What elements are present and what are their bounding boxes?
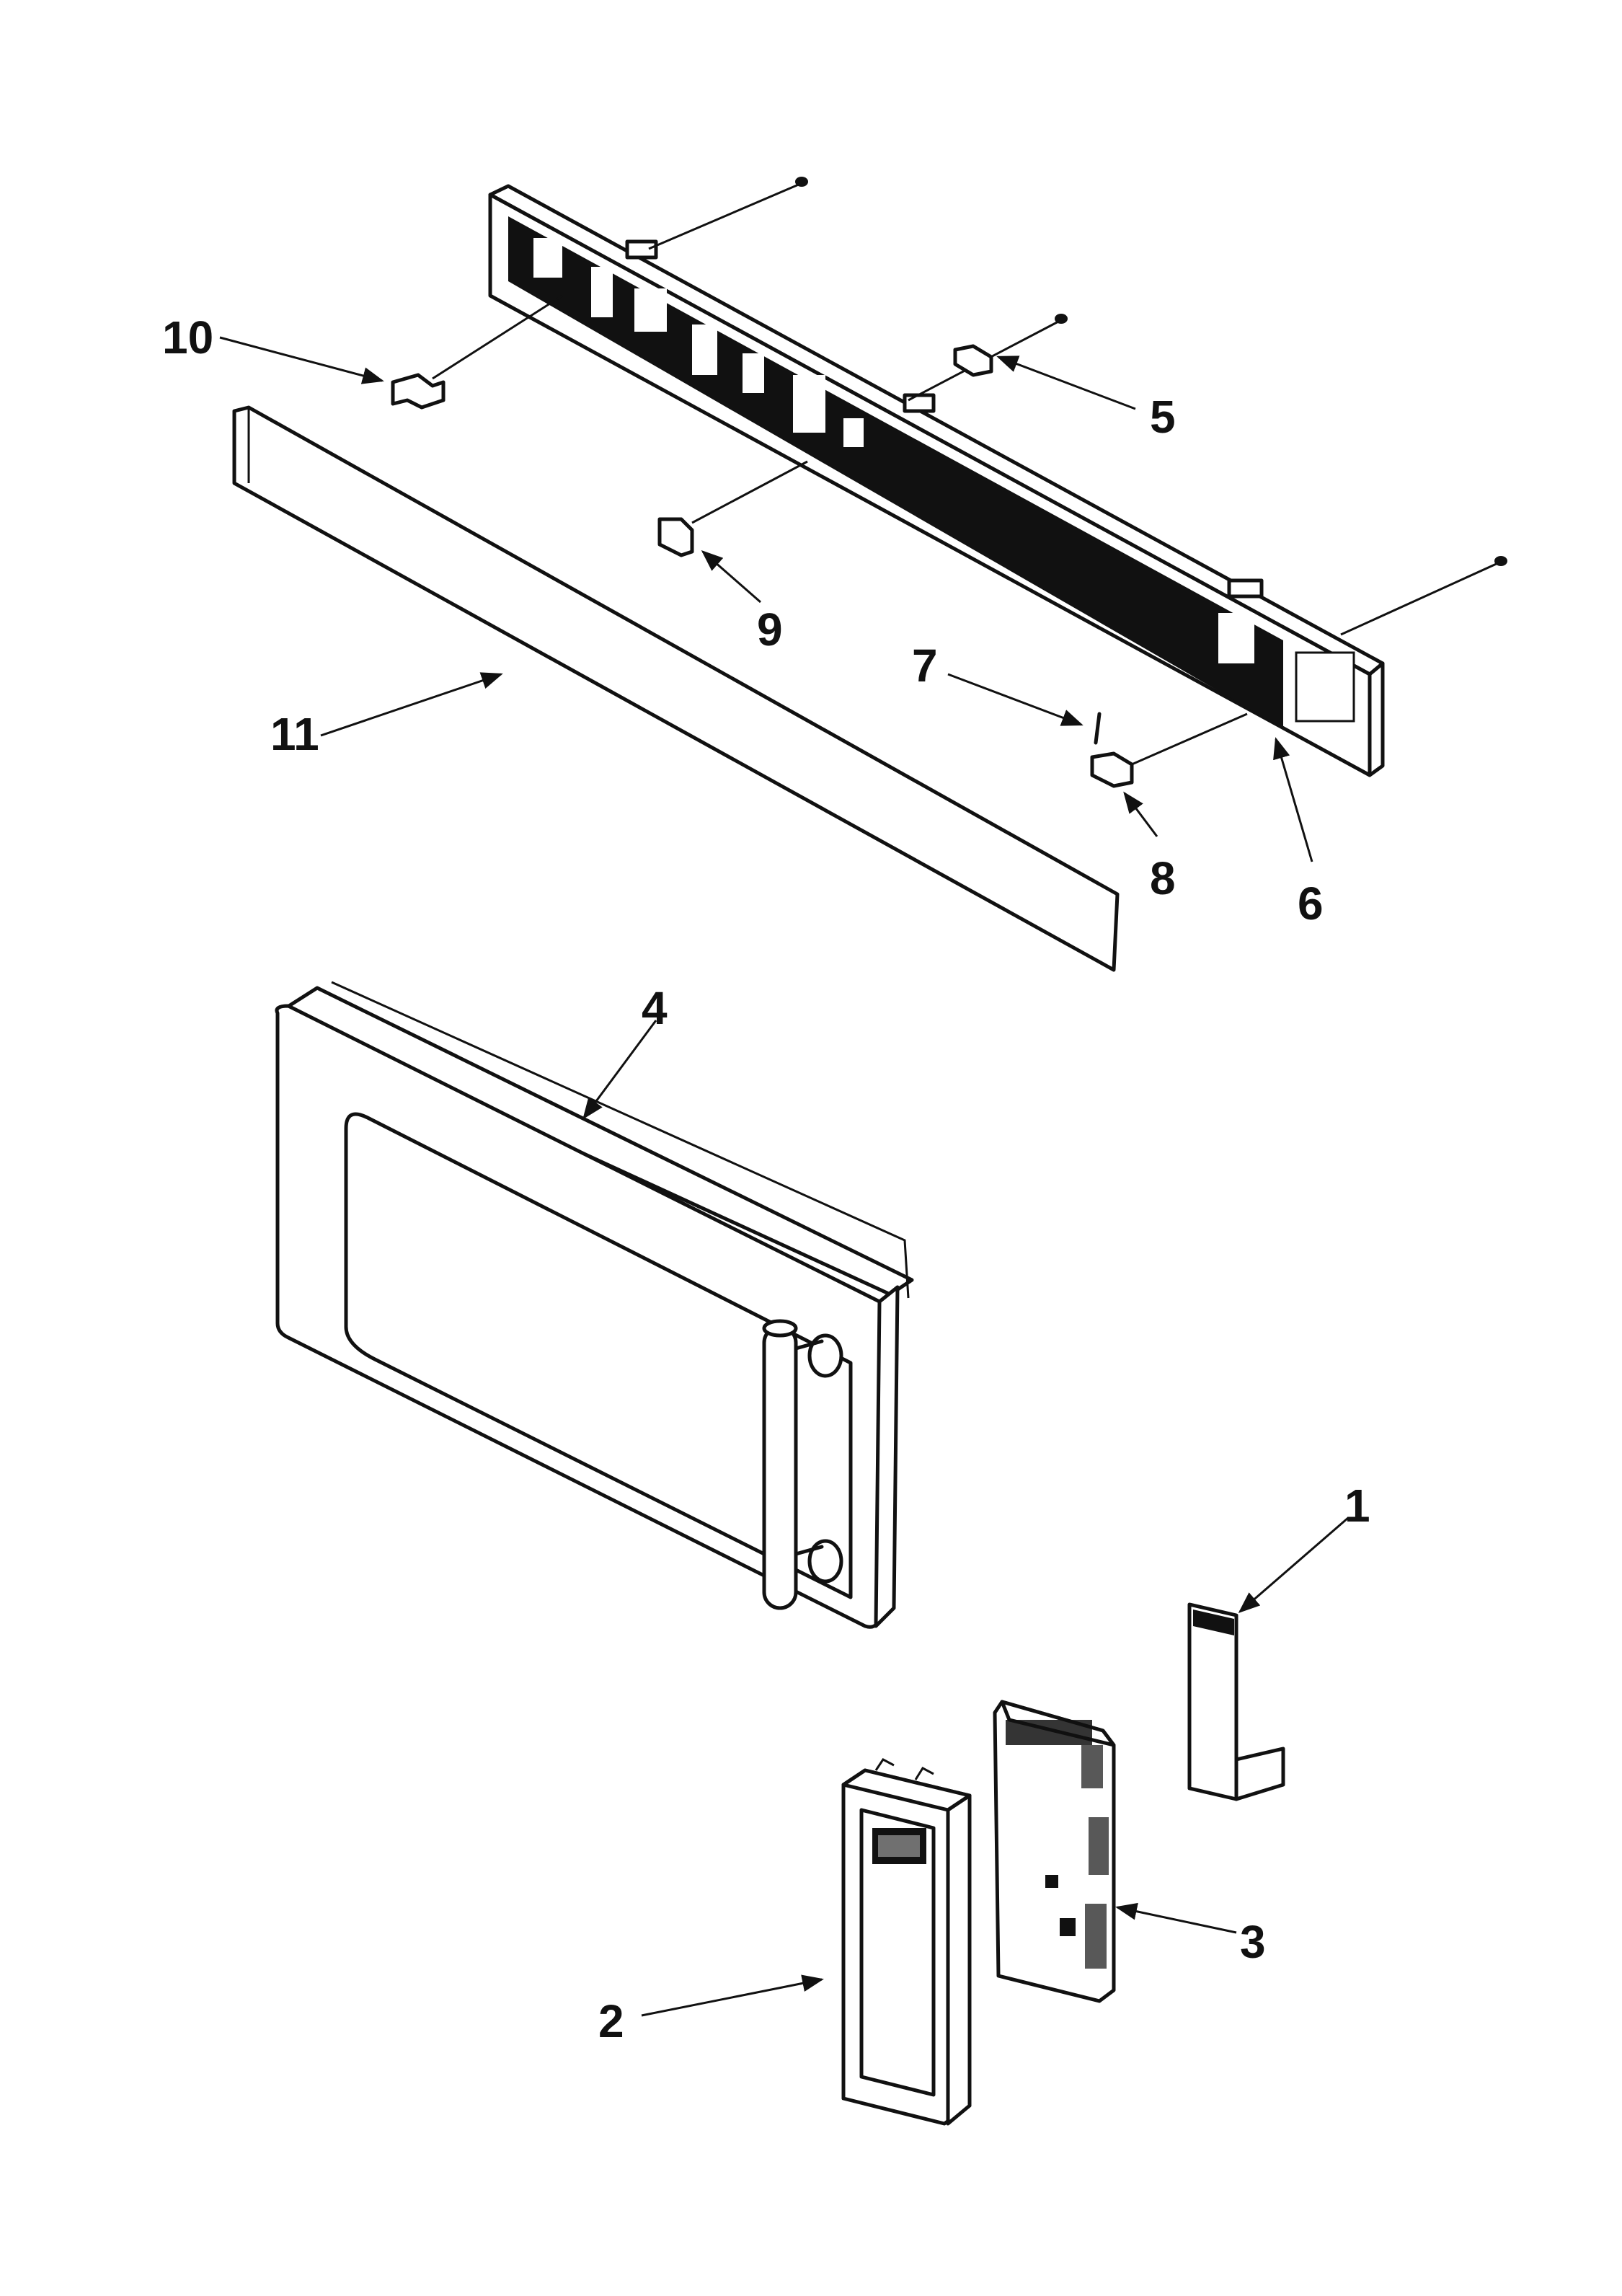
- screw-top: [648, 177, 808, 250]
- callout-9: 9: [757, 604, 783, 655]
- callout-8: 8: [1150, 852, 1176, 904]
- callout-1: 1: [1344, 1480, 1370, 1532]
- callout-3: 3: [1240, 1916, 1266, 1968]
- callout-6: 6: [1298, 878, 1324, 930]
- control-board-part-3: [993, 1700, 1116, 2003]
- spring-part-7: [1094, 712, 1102, 745]
- callout-10: 10: [162, 312, 213, 363]
- door-assembly: [275, 981, 914, 1629]
- clip-part-8: [1090, 712, 1248, 788]
- callout-7: 7: [912, 640, 938, 692]
- clip-part-10: [391, 294, 563, 410]
- display-window-strip: [232, 405, 1120, 972]
- control-panel: [488, 184, 1385, 777]
- screw-right: [1340, 556, 1507, 636]
- clip-part-9: [657, 460, 808, 557]
- callout-5: 5: [1150, 391, 1176, 443]
- keypad-part-2: [841, 1758, 972, 2126]
- clip-part-5: [953, 344, 993, 377]
- callout-4: 4: [642, 982, 668, 1034]
- callout-11: 11: [270, 708, 319, 760]
- leader-arrows: [219, 336, 1349, 2017]
- bracket-part-1: [1187, 1602, 1285, 1801]
- callout-2: 2: [598, 1995, 624, 2047]
